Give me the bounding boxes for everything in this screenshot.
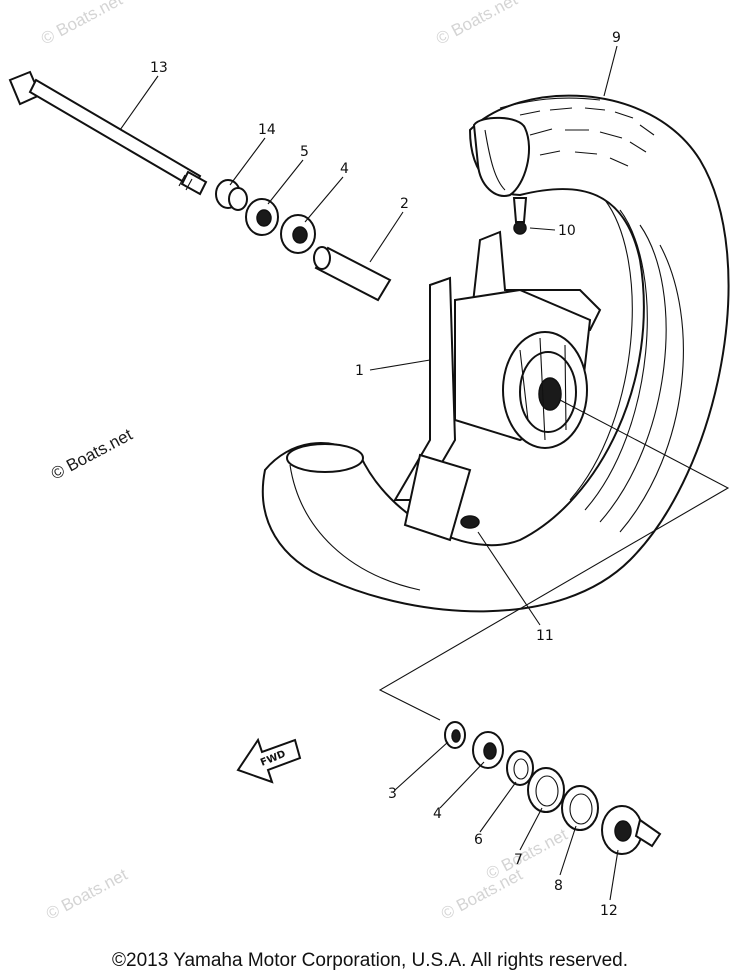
meter-gear-part <box>601 805 662 855</box>
watermark: © Boats.net <box>38 0 126 49</box>
watermark: © Boats.net <box>438 865 526 924</box>
bearing-part <box>472 731 504 769</box>
callout-label: 11 <box>536 628 554 644</box>
callout-label: 5 <box>300 144 309 160</box>
callout-label: 7 <box>514 852 523 868</box>
wheel-hub-part <box>393 230 602 542</box>
oil-seal-part <box>561 785 599 831</box>
guide-line <box>378 399 730 721</box>
fwd-arrow-icon: FWD <box>236 737 302 784</box>
callout-label: 13 <box>150 60 168 76</box>
callout-label: 1 <box>355 363 364 379</box>
watermark: © Boats.net <box>43 865 131 924</box>
callout-label: 4 <box>433 806 442 822</box>
valve-part <box>512 197 528 235</box>
bearing-part <box>280 214 316 254</box>
callout-label: 12 <box>600 903 618 919</box>
watermark: © Boats.net <box>433 0 521 49</box>
callout-label: 6 <box>474 832 483 848</box>
callout-label: 3 <box>388 786 397 802</box>
copyright-notice: ©2013 Yamaha Motor Corporation, U.S.A. A… <box>112 950 628 971</box>
spacer-part <box>313 246 392 302</box>
oil-seal-part <box>444 721 466 749</box>
axle-part <box>8 70 208 196</box>
callout-label: 2 <box>400 196 409 212</box>
retainer-part <box>506 750 534 786</box>
tire-part <box>261 94 730 613</box>
callout-label: 8 <box>554 878 563 894</box>
plain-washer-part <box>527 767 565 813</box>
collar-part <box>215 179 248 211</box>
tire-section-part <box>472 116 530 197</box>
callout-label: 10 <box>558 223 576 239</box>
bearing-part <box>245 198 279 236</box>
watermark: © Boats.net <box>48 425 136 484</box>
callout-label: 14 <box>258 122 276 138</box>
leader-lines <box>119 45 619 901</box>
callout-label: 4 <box>340 161 349 177</box>
watermark: © Boats.net <box>483 825 571 884</box>
callout-label: 9 <box>612 30 621 46</box>
